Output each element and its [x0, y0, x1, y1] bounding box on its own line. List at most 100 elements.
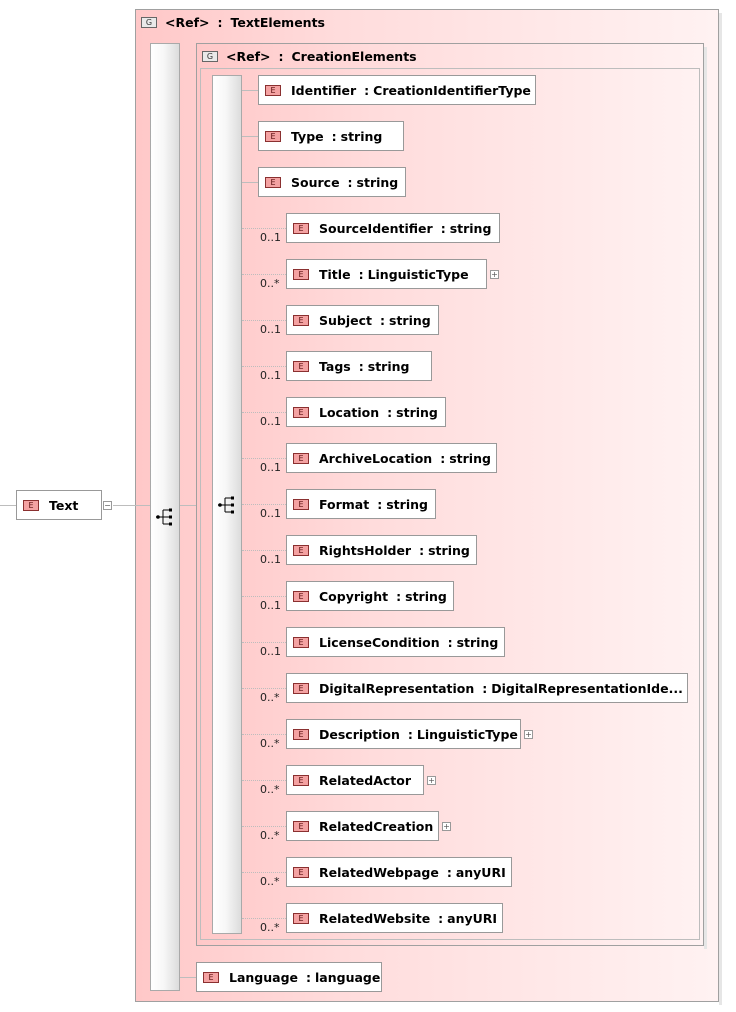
element-name: Subject [319, 312, 372, 328]
collapse-icon[interactable]: − [103, 501, 112, 510]
cardinality-label: 0..1 [260, 553, 281, 566]
element-badge-icon: E [293, 544, 309, 556]
expand-icon[interactable]: + [427, 776, 436, 785]
element-sep: : [396, 588, 402, 604]
element-badge-icon: E [265, 176, 281, 188]
cardinality-label: 0..* [260, 737, 280, 750]
element-type: language [315, 969, 381, 985]
element-sep: : [419, 542, 425, 558]
optional-connector [242, 780, 286, 781]
expand-icon[interactable]: + [524, 730, 533, 739]
optional-connector [242, 688, 286, 689]
element-name: RelatedActor [319, 772, 412, 788]
element-badge-icon: E [293, 406, 309, 418]
element-type: string [396, 404, 438, 420]
optional-connector [242, 366, 286, 367]
element-box[interactable]: E RelatedCreation [286, 811, 439, 841]
optional-connector [242, 228, 286, 229]
cardinality-label: 0..1 [260, 231, 281, 244]
root-left-line [0, 505, 16, 506]
element-type: DigitalRepresentationIde... [491, 680, 683, 696]
creation-elements-title[interactable]: G <Ref> : CreationElements [202, 47, 417, 65]
expand-icon[interactable]: + [490, 270, 499, 279]
required-connector [242, 182, 258, 183]
group-sep: : [217, 14, 223, 30]
element-type: LinguisticType [416, 726, 518, 742]
optional-connector [242, 918, 286, 919]
element-badge-icon: E [293, 268, 309, 280]
language-element[interactable]: E Language : language [196, 962, 382, 992]
element-name: SourceIdentifier [319, 220, 433, 236]
cardinality-label: 0..1 [260, 415, 281, 428]
element-name: RightsHolder [319, 542, 412, 558]
element-badge-icon: E [293, 820, 309, 832]
element-sep: : [407, 726, 413, 742]
element-sep: : [446, 864, 452, 880]
element-badge-icon: E [293, 636, 309, 648]
element-name: Type [291, 128, 324, 144]
element-sep: : [387, 404, 393, 420]
cardinality-label: 0..* [260, 783, 280, 796]
element-name: Source [291, 174, 340, 190]
element-badge-icon: E [293, 590, 309, 602]
element-type: string [449, 450, 491, 466]
outer-seq-connector [180, 505, 196, 506]
element-name: ArchiveLocation [319, 450, 433, 466]
element-name: LicenseCondition [319, 634, 440, 650]
element-name: Title [319, 266, 351, 282]
element-name: Identifier [291, 82, 357, 98]
element-badge-icon: E [293, 314, 309, 326]
element-sep: : [347, 174, 353, 190]
element-sep: : [306, 969, 312, 985]
text-element[interactable]: E Text [16, 490, 102, 520]
creation-elements-frame [200, 68, 700, 940]
element-name: RelatedCreation [319, 818, 434, 834]
element-name: RelatedWebpage [319, 864, 439, 880]
element-badge-icon: E [293, 682, 309, 694]
cardinality-label: 0..1 [260, 461, 281, 474]
element-sep: : [440, 220, 446, 236]
sequence-icon[interactable] [155, 507, 177, 527]
element-sep: : [358, 358, 364, 374]
element-sep: : [358, 266, 364, 282]
cardinality-label: 0..* [260, 277, 280, 290]
optional-connector [242, 872, 286, 873]
text-elements-title[interactable]: G <Ref> : TextElements [141, 13, 325, 31]
element-badge-icon: E [293, 452, 309, 464]
element-name: Text [49, 497, 79, 513]
optional-connector [242, 642, 286, 643]
group-sep: : [278, 48, 284, 64]
sequence-icon[interactable] [217, 495, 239, 515]
language-connector [180, 977, 196, 978]
optional-connector [242, 826, 286, 827]
element-badge-icon: E [293, 866, 309, 878]
expand-icon[interactable]: + [442, 822, 451, 831]
cardinality-label: 0..1 [260, 599, 281, 612]
element-sep: : [482, 680, 488, 696]
element-sep: : [438, 910, 444, 926]
element-badge-icon: E [23, 499, 39, 511]
element-badge-icon: E [203, 971, 219, 983]
element-name: Description [319, 726, 400, 742]
element-type: anyURI [447, 910, 498, 926]
element-type: string [367, 358, 410, 374]
element-badge-icon: E [293, 498, 309, 510]
